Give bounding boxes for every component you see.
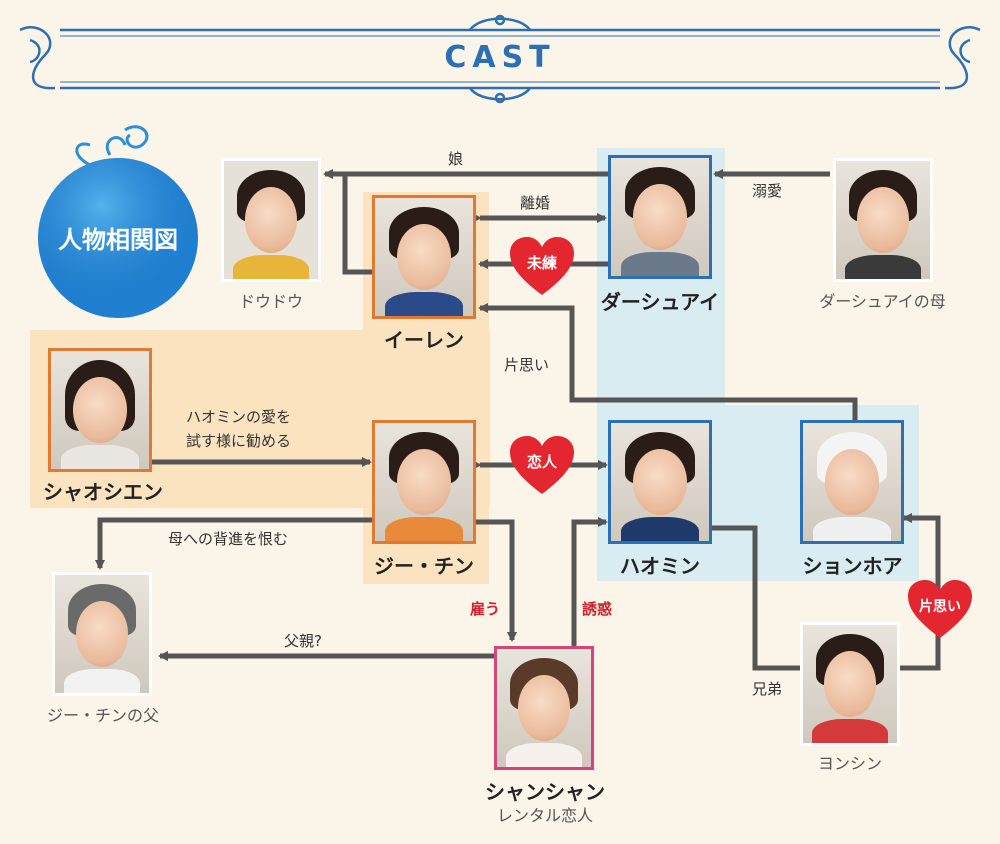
name-dashuai: ダーシュアイ bbox=[600, 290, 720, 314]
name-yiren: イーレン bbox=[384, 328, 464, 352]
photo-doudou bbox=[221, 158, 321, 282]
name-xiaoxien: シャオシエン bbox=[43, 480, 163, 504]
label-unrequited1: 片思い bbox=[504, 356, 550, 374]
label-seduce: 誘惑 bbox=[582, 600, 613, 618]
name-ziqing-father: ジー・チンの父 bbox=[46, 706, 159, 725]
header-ornament bbox=[19, 14, 981, 104]
photo-ziqing-father bbox=[52, 572, 152, 696]
heart-unrequited2-label: 片思い bbox=[919, 599, 961, 615]
photo-xiaoxien bbox=[48, 348, 152, 472]
name-haomin: ハオミン bbox=[620, 554, 700, 578]
label-resent: 母への背進を恨む bbox=[168, 530, 289, 548]
name-yongxin: ヨンシン bbox=[817, 754, 882, 773]
photo-haomin bbox=[608, 420, 712, 544]
name-doudou: ドウドウ bbox=[238, 292, 303, 311]
heart-lovers bbox=[510, 436, 574, 494]
heart-lovers-label: 恋人 bbox=[526, 453, 557, 471]
label-test-line2: 試す様に勧める bbox=[186, 432, 292, 450]
name-shanshan-sub: レンタル恋人 bbox=[496, 806, 593, 825]
badge-label: 人物相関図 bbox=[58, 226, 178, 254]
photo-dashuai bbox=[608, 155, 712, 279]
label-father-question: 父親? bbox=[284, 632, 322, 650]
photo-ziqing bbox=[372, 420, 476, 544]
heart-lingering bbox=[510, 237, 574, 295]
name-shanshan: シャンシャン bbox=[485, 780, 605, 804]
label-test-line1: ハオミンの愛を bbox=[186, 408, 292, 426]
photo-yiren bbox=[372, 195, 476, 319]
photo-dashuai-mother bbox=[833, 158, 933, 282]
badge-swirl bbox=[38, 125, 198, 318]
label-hire: 雇う bbox=[470, 600, 501, 618]
photo-shanshan bbox=[494, 646, 594, 770]
name-ziqing: ジー・チン bbox=[374, 554, 474, 578]
label-divorce: 離婚 bbox=[520, 194, 551, 212]
label-doting: 溺愛 bbox=[752, 182, 783, 200]
heart-lingering-label: 未練 bbox=[526, 254, 557, 272]
name-dashuai-mother: ダーシュアイの母 bbox=[819, 292, 946, 311]
heart-unrequited2 bbox=[908, 580, 972, 638]
name-xionghoa: ションホア bbox=[802, 554, 903, 578]
label-siblings: 兄弟 bbox=[752, 680, 783, 698]
photo-yongxin bbox=[800, 622, 900, 746]
header-title: CAST bbox=[444, 40, 556, 75]
photo-xionghoa bbox=[800, 420, 904, 544]
label-daughter: 娘 bbox=[448, 150, 464, 168]
